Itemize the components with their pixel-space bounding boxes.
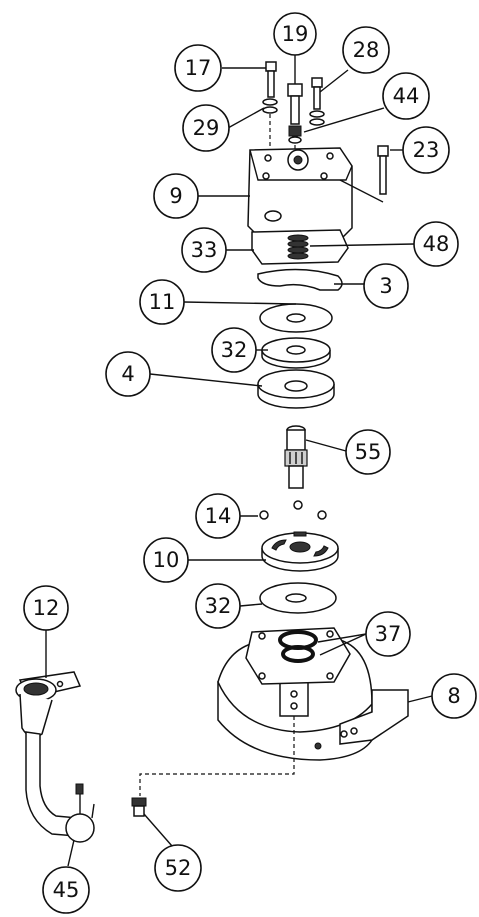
svg-text:14: 14	[205, 504, 232, 528]
callout-23: 23	[402, 126, 450, 174]
svg-text:37: 37	[375, 622, 402, 646]
svg-text:12: 12	[33, 596, 60, 620]
callout-8: 8	[431, 673, 477, 719]
callout-52: 52	[154, 844, 202, 892]
bolt-23	[377, 145, 389, 195]
svg-text:45: 45	[53, 878, 80, 902]
o-rings-37	[278, 630, 318, 663]
callout-3: 3	[363, 263, 409, 309]
svg-text:4: 4	[121, 362, 134, 386]
housing-9	[247, 147, 384, 241]
callout-37: 37	[365, 611, 411, 657]
nut-44	[288, 125, 302, 144]
fitting-52	[131, 797, 147, 817]
callout-48: 48	[413, 221, 459, 267]
callout-29: 29	[182, 104, 230, 152]
svg-text:23: 23	[413, 138, 440, 162]
callout-10: 10	[143, 537, 189, 583]
rotor-10	[261, 531, 339, 572]
plate-3	[257, 268, 343, 291]
svg-text:48: 48	[423, 232, 450, 256]
svg-text:32: 32	[221, 338, 248, 362]
callout-32-lower: 32	[195, 583, 241, 629]
svg-text:3: 3	[379, 274, 392, 298]
bolt-19	[287, 83, 303, 125]
callout-32-upper: 32	[211, 327, 257, 373]
callout-28: 28	[342, 26, 390, 74]
svg-text:52: 52	[165, 856, 192, 880]
callout-12: 12	[23, 585, 69, 631]
svg-text:44: 44	[393, 84, 420, 108]
svg-text:55: 55	[355, 440, 382, 464]
callout-17: 17	[174, 44, 222, 92]
manifold-plate	[245, 627, 351, 685]
washer-29	[262, 98, 278, 114]
svg-text:32: 32	[205, 594, 232, 618]
callout-14: 14	[195, 493, 241, 539]
callout-45: 45	[42, 866, 90, 914]
bolt-17	[265, 61, 277, 98]
callout-19: 19	[273, 12, 317, 56]
svg-text:19: 19	[282, 22, 309, 46]
svg-text:9: 9	[169, 184, 182, 208]
callout-9: 9	[153, 173, 199, 219]
svg-text:29: 29	[193, 116, 220, 140]
callout-33: 33	[181, 227, 227, 273]
callout-55: 55	[345, 429, 391, 475]
sensor-12	[15, 671, 95, 843]
spring-48	[287, 234, 309, 260]
balls-14	[259, 500, 327, 520]
disc-32-lower	[259, 582, 337, 614]
svg-text:11: 11	[149, 290, 176, 314]
svg-text:28: 28	[353, 38, 380, 62]
alignment-line	[139, 716, 295, 796]
disc-32-upper	[261, 337, 331, 369]
svg-text:10: 10	[153, 548, 180, 572]
svg-text:8: 8	[447, 684, 460, 708]
svg-text:33: 33	[191, 238, 218, 262]
bolt-28	[309, 77, 325, 126]
disc-11	[259, 303, 333, 333]
leader-lines	[45, 55, 433, 867]
callout-4: 4	[105, 351, 151, 397]
shaft-55	[284, 425, 308, 489]
svg-text:17: 17	[185, 56, 212, 80]
callout-11: 11	[139, 279, 185, 325]
disc-4	[257, 369, 335, 409]
callout-44: 44	[382, 72, 430, 120]
